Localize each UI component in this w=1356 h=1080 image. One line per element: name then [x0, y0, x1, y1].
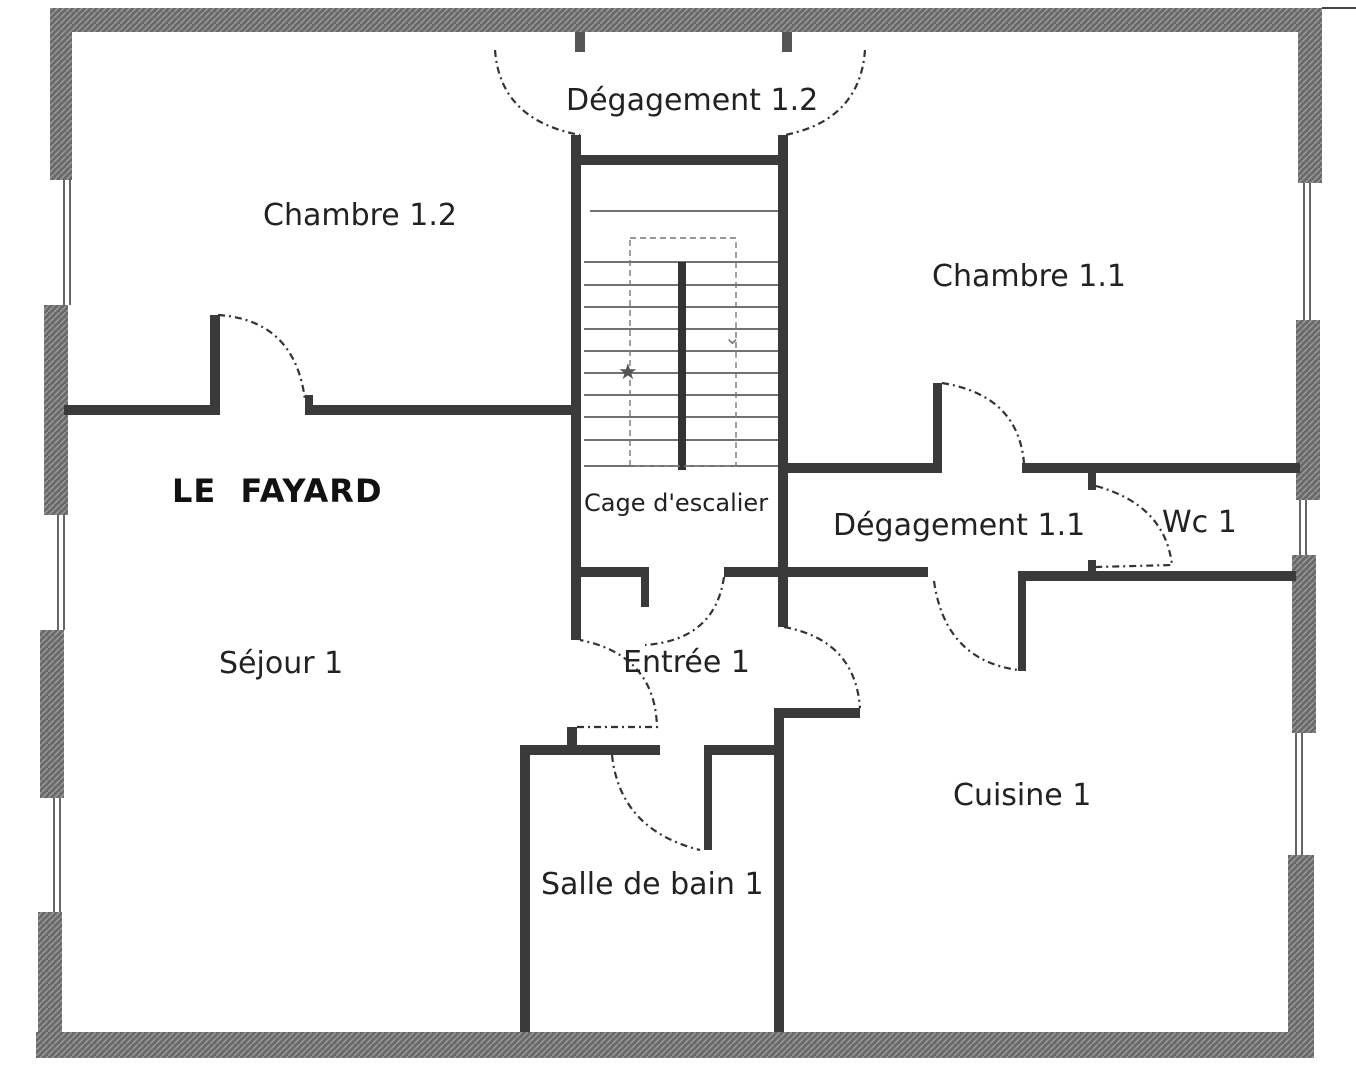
door-swings [217, 49, 1174, 852]
stair-up-arrow-icon: ★ [618, 360, 638, 385]
label-cuisine-1: Cuisine 1 [953, 778, 1091, 813]
label-chambre-1-2: Chambre 1.2 [263, 198, 457, 233]
staircase: ★ ⌄ [584, 210, 778, 470]
label-salle-de-bain-1: Salle de bain 1 [541, 867, 764, 902]
interior-walls [64, 32, 1300, 1032]
label-wc-1: Wc 1 [1162, 505, 1237, 540]
label-degagement-1-2: Dégagement 1.2 [566, 83, 818, 118]
room-labels: LE FAYARD Dégagement 1.2 Chambre 1.2 Cha… [172, 83, 1237, 902]
stair-down-arrow-icon: ⌄ [724, 325, 741, 349]
exterior-walls [36, 7, 1356, 1058]
label-entree-1: Entrée 1 [623, 645, 750, 680]
label-sejour-1: Séjour 1 [219, 646, 343, 681]
plan-title: LE FAYARD [172, 472, 383, 510]
label-cage-escalier: Cage d'escalier [584, 489, 768, 517]
label-chambre-1-1: Chambre 1.1 [932, 259, 1126, 294]
label-degagement-1-1: Dégagement 1.1 [833, 508, 1085, 543]
